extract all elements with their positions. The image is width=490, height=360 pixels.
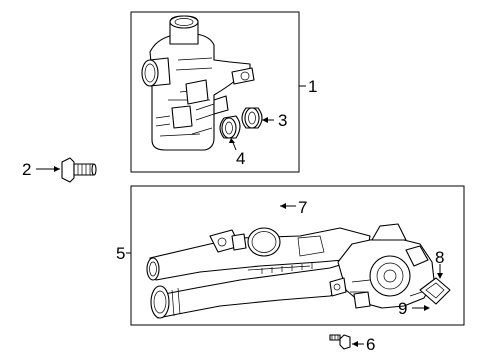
callout-9-arrowhead: [424, 305, 430, 311]
callout-8: 8: [435, 248, 444, 267]
callout-7: 7: [298, 198, 307, 217]
thermostat-housing-assembly-box: [130, 185, 465, 326]
callout-9: 9: [398, 299, 407, 318]
callout-4: 4: [236, 149, 245, 168]
water-pump-assembly-box: [130, 11, 300, 173]
callout-2: 2: [22, 160, 31, 179]
callout-5: 5: [116, 244, 125, 263]
part-4-seal: [219, 115, 241, 139]
callout-3: 3: [278, 111, 287, 130]
callout-6: 6: [366, 335, 375, 354]
part-3-seal: [241, 107, 263, 129]
callout-1: 1: [308, 77, 317, 96]
callout-8-arrowhead: [437, 273, 443, 279]
callout-7-arrowhead: [280, 203, 286, 209]
callout-6-arrowhead: [352, 341, 358, 347]
callout-4-arrowhead: [229, 138, 235, 143]
part-2-bolt: [61, 157, 97, 183]
callout-2-arrowhead: [54, 166, 60, 172]
coolant-pipe-housing-illustration: [146, 223, 435, 319]
water-pump-illustration: [141, 15, 255, 151]
part-8-9-gasket: [419, 277, 451, 305]
part-7-o-ring: [247, 227, 281, 257]
part-6-bolt: [329, 334, 351, 350]
callout-3-arrowhead: [262, 117, 268, 123]
